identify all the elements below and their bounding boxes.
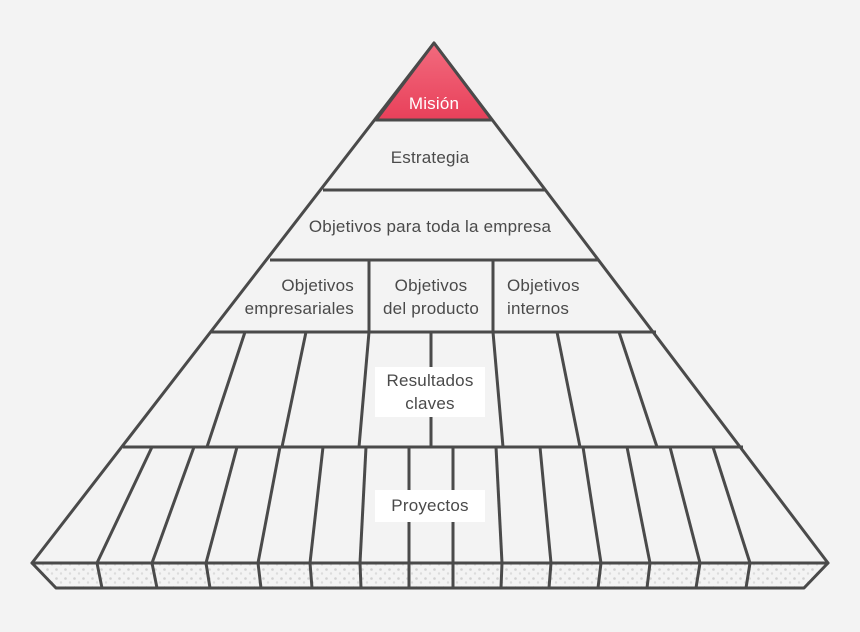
projects-divider — [538, 446, 553, 564]
projects-divider — [358, 446, 368, 564]
base-divider — [547, 562, 553, 589]
projects-label: Proyectos — [375, 490, 485, 522]
base-divider — [694, 562, 702, 589]
projects-divider — [150, 446, 196, 564]
business-objectives-label: Objetivos empresariales — [220, 274, 354, 320]
projects-divider — [308, 446, 325, 564]
base-divider — [256, 562, 263, 589]
company-objectives-label: Objetivos para toda la empresa — [280, 215, 580, 238]
key-results-divider — [357, 331, 371, 448]
base-divider — [499, 562, 504, 589]
internal-objectives-line2: internos — [507, 299, 570, 318]
company-objectives-text: Objetivos para toda la empresa — [308, 217, 552, 236]
base-divider — [645, 562, 652, 589]
base-divider — [95, 562, 104, 589]
strategy-label: Estrategia — [330, 146, 530, 169]
strategy-text: Estrategia — [390, 148, 470, 167]
key-results-divider — [280, 331, 308, 448]
product-objectives-line1: Objetivos — [394, 276, 468, 295]
projects-divider — [581, 446, 603, 564]
projects-divider — [95, 446, 154, 564]
internal-objectives-label: Objetivos internos — [507, 274, 627, 320]
projects-divider — [668, 446, 702, 564]
key-results-divider — [205, 331, 247, 448]
base-divider — [744, 562, 752, 589]
business-objectives-line1: Objetivos — [281, 276, 354, 295]
product-objectives-line2: del producto — [383, 299, 479, 318]
internal-objectives-line1: Objetivos — [507, 276, 580, 295]
projects-divider — [494, 446, 504, 564]
base-divider — [596, 562, 603, 589]
projects-divider — [204, 446, 239, 564]
projects-text: Proyectos — [391, 496, 469, 515]
key-results-divider — [617, 331, 659, 448]
key-results-divider — [555, 331, 582, 448]
pyramid-outline — [30, 41, 830, 565]
base-divider — [150, 562, 159, 589]
business-objectives-line2: empresariales — [244, 299, 354, 318]
projects-divider — [256, 446, 282, 564]
mission-text: Misión — [408, 94, 460, 113]
key-results-line2: claves — [405, 394, 455, 413]
base-divider — [358, 562, 363, 589]
base-divider — [308, 562, 314, 589]
key-results-line1: Resultados — [386, 371, 474, 390]
product-objectives-label: Objetivos del producto — [370, 274, 492, 320]
projects-divider — [711, 446, 752, 564]
base-divider — [204, 562, 212, 589]
key-results-label: Resultados claves — [375, 367, 485, 417]
projects-divider — [625, 446, 652, 564]
mission-label: Misión — [376, 92, 492, 115]
key-results-divider — [491, 331, 505, 448]
